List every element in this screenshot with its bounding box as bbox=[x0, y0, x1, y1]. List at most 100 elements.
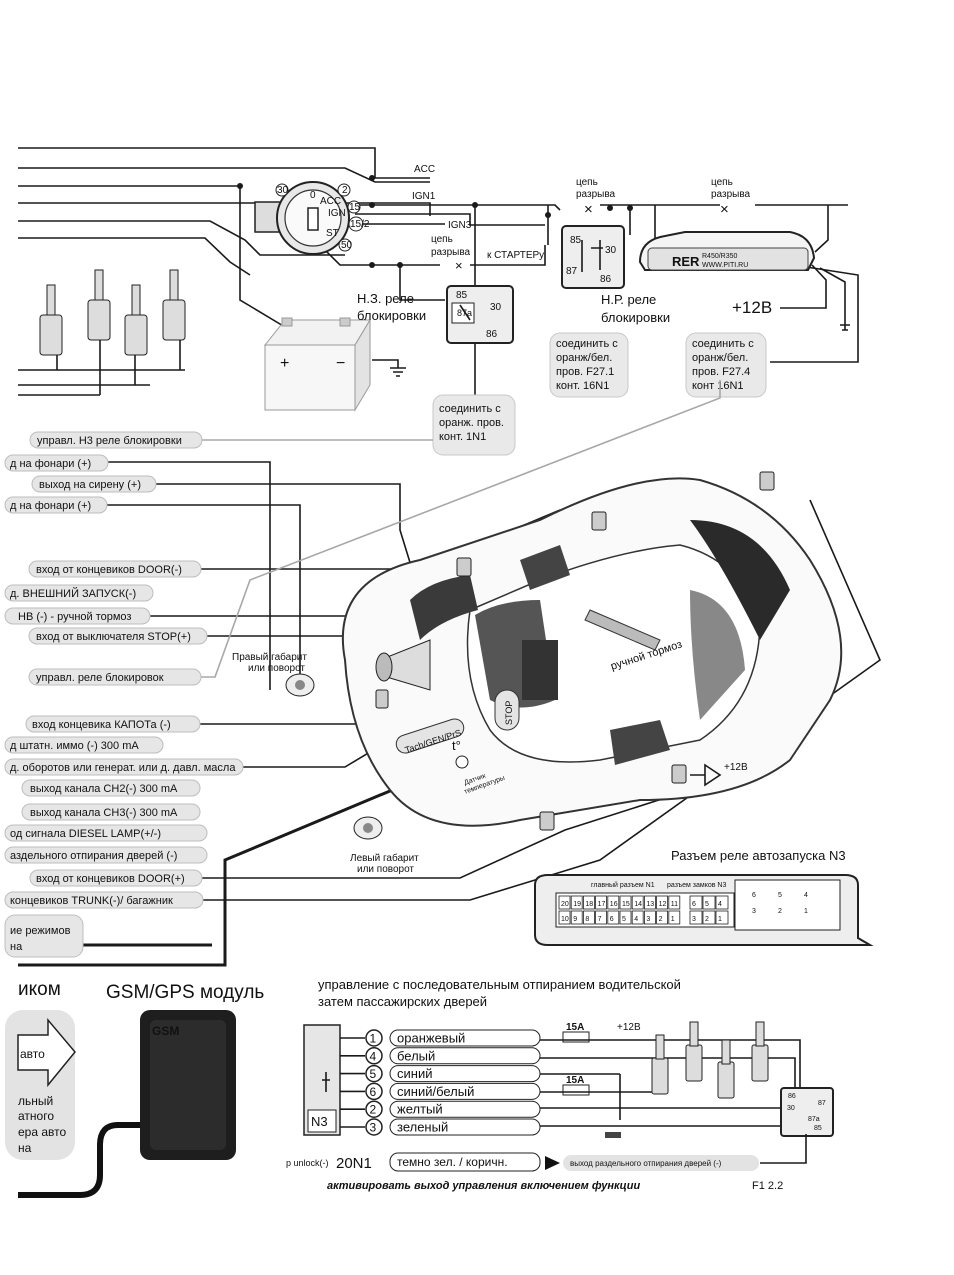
lock-wire-number: 1 bbox=[370, 1032, 377, 1046]
left-marker-lamp-icon bbox=[353, 816, 383, 840]
ign-pin-ign: IGN bbox=[328, 208, 346, 219]
connector-pin-label: 9 bbox=[573, 916, 577, 923]
connector-pin-cell bbox=[619, 910, 632, 925]
immobilizer-module: RER R450/R350 WWW.PITI.RU bbox=[638, 231, 816, 271]
connector-pin-cell bbox=[570, 910, 583, 925]
lock-wire-color: желтый bbox=[397, 1102, 443, 1117]
lock-wire-color: синий bbox=[397, 1066, 432, 1081]
left-label-0: управл. Н3 реле блокировки bbox=[37, 435, 182, 447]
connector-pin-cell bbox=[656, 910, 668, 925]
connector-pin-cell bbox=[702, 910, 716, 925]
connector-n3-pin-label: 2 bbox=[705, 916, 709, 923]
lock-footer: активировать выход управления включением… bbox=[327, 1180, 640, 1192]
unlock-pin: 20N1 bbox=[336, 1155, 372, 1172]
connector-pin-cell bbox=[689, 895, 703, 910]
connector-pin-cell bbox=[644, 910, 656, 925]
left-label-pills bbox=[4, 431, 244, 958]
lock-wire-box bbox=[389, 1047, 541, 1065]
left-label-19: на bbox=[10, 941, 23, 953]
connector-pin-label: 10 bbox=[561, 916, 569, 923]
left-label-2: выход на сирену (+) bbox=[39, 479, 141, 491]
left-label-16: вход от концевиков DOOR(+) bbox=[36, 873, 185, 885]
left-label-12: выход канала CH2(-) 300 mA bbox=[30, 783, 178, 795]
left-label-5: д. ВНЕШНИЙ ЗАПУСК(-) bbox=[10, 587, 136, 600]
gsm-cable bbox=[18, 1122, 140, 1198]
connector-n3-pin-label: 1 bbox=[718, 916, 722, 923]
battery-icon: + − bbox=[263, 317, 406, 412]
relay-socket-pin-label: 4 bbox=[804, 892, 808, 899]
relay-socket-pin-label: 3 bbox=[752, 908, 756, 915]
lock-wire-pin-circle bbox=[365, 1064, 383, 1083]
nc-pin-86: 86 bbox=[486, 329, 498, 340]
lock-wire-number: 3 bbox=[370, 1121, 377, 1135]
connector-pin-label: 11 bbox=[671, 901, 678, 908]
ign3-label: IGN3 bbox=[448, 220, 472, 231]
left-label-17: концевиков TRUNK(-)/ багажник bbox=[10, 895, 173, 907]
connector-pin-label: 14 bbox=[634, 901, 642, 908]
lr-87a: 87a bbox=[808, 1116, 820, 1123]
connector-pin-cell bbox=[644, 895, 656, 910]
right-marker-1: Правый габарит bbox=[232, 651, 307, 663]
door-switch-icons bbox=[375, 471, 775, 831]
break-1-line2: разрыва bbox=[576, 189, 616, 200]
connector-pin-label: 18 bbox=[585, 901, 593, 908]
nc-pin-85: 85 bbox=[456, 290, 468, 301]
stop-switch: STOP bbox=[494, 689, 520, 731]
ign-pin-0: 0 bbox=[310, 190, 316, 201]
fuse-2: 15A bbox=[566, 1075, 584, 1086]
connector-pin-cell bbox=[595, 895, 607, 910]
bottom-left-line-1: атного bbox=[18, 1109, 54, 1123]
gsm-heading: GSM/GPS модуль bbox=[106, 982, 264, 1003]
note3-l2: оранж. пров. bbox=[439, 417, 504, 429]
connector-n3-pin-label: 4 bbox=[718, 901, 722, 908]
starter-break-2: разрыва bbox=[431, 247, 471, 258]
connector-pin-cell bbox=[607, 895, 620, 910]
lock-wire-number: 5 bbox=[370, 1067, 377, 1081]
connector-pin-cell bbox=[668, 910, 681, 925]
connector-n3-pin-label: 6 bbox=[692, 901, 696, 908]
ign-pin-st: ST bbox=[326, 228, 339, 239]
connector-title: Разъем реле автозапуска N3 bbox=[671, 848, 846, 863]
connector-pin-cell bbox=[715, 910, 729, 925]
connector-pin-label: 6 bbox=[610, 916, 614, 923]
note1-l2: оранж/бел. bbox=[556, 352, 612, 364]
gsm-label: GSM bbox=[152, 1024, 179, 1038]
lock-title-1: управление с последовательным отпиранием… bbox=[318, 977, 681, 992]
lock-wire-number: 2 bbox=[370, 1103, 377, 1117]
connector-pin-label: 20 bbox=[561, 901, 569, 908]
module-url: WWW.PITI.RU bbox=[702, 262, 748, 269]
relay-socket-pin-label: 5 bbox=[778, 892, 782, 899]
left-label-3: д на фонари (+) bbox=[10, 500, 91, 512]
break-2-line1: цепь bbox=[711, 177, 733, 188]
left-label-14: од сигнала DIESEL LAMP(+/-) bbox=[10, 828, 161, 840]
ignition-switch: 30 0 ACC IGN ST 2 15 15/2 50 bbox=[254, 181, 370, 255]
svg-text:+: + bbox=[280, 355, 289, 372]
break-1-x-icon: × bbox=[584, 201, 593, 218]
left-marker-1: Левый габарит bbox=[350, 852, 419, 864]
break-1-line1: цепь bbox=[576, 177, 598, 188]
lock-wire-number: 6 bbox=[370, 1085, 377, 1099]
no-pin-86: 86 bbox=[600, 274, 612, 285]
ign-pin-acc: ACC bbox=[320, 196, 341, 207]
car-plus12: +12В bbox=[724, 762, 748, 773]
connector-pin-label: 15 bbox=[622, 901, 630, 908]
lock-actuators-top bbox=[39, 269, 186, 356]
acc-label: ACC bbox=[414, 164, 435, 175]
note2-l2: оранж/бел. bbox=[692, 352, 748, 364]
gsm-module: GSM bbox=[140, 1010, 236, 1160]
lock-wire-color: синий/белый bbox=[397, 1084, 474, 1099]
lr-30: 30 bbox=[787, 1105, 795, 1112]
connector-pin-cell bbox=[595, 910, 607, 925]
temp-sensor-icon bbox=[455, 755, 469, 769]
unlock-prefix: p unlock(-) bbox=[286, 1158, 329, 1168]
left-label-18: ие режимов bbox=[10, 925, 71, 937]
unlock-wire: темно зел. / коричн. bbox=[397, 1155, 508, 1169]
left-label-11: д. оборотов или генерат. или д. давл. ма… bbox=[10, 762, 236, 774]
note-1n1: соединить с оранж. пров. конт. 1N1 bbox=[432, 394, 516, 456]
lock-wire-pin-circle bbox=[365, 1029, 383, 1047]
left-label-10: д штатн. иммо (-) 300 mA bbox=[10, 740, 139, 752]
note3-l1: соединить с bbox=[439, 403, 501, 415]
left-label-8: управл. реле блокировок bbox=[36, 672, 164, 684]
